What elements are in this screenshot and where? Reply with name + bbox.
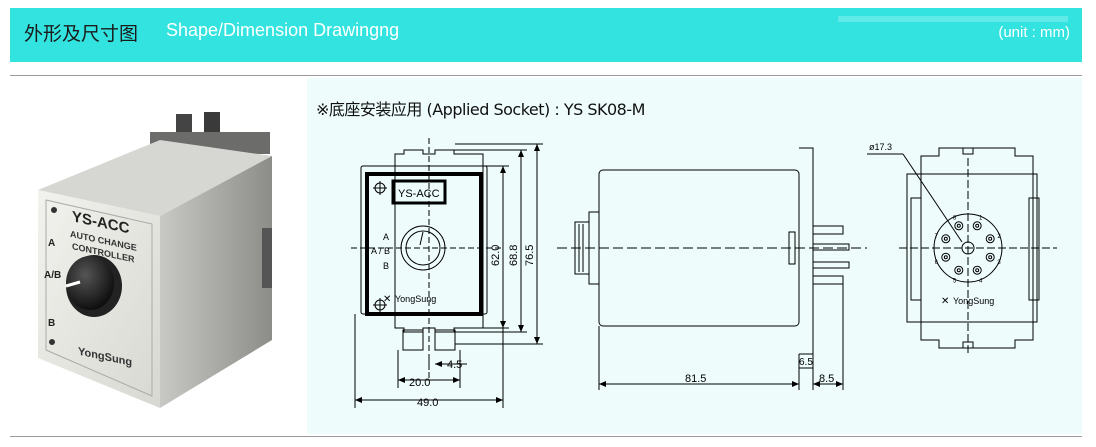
socket-pin-core — [943, 236, 948, 241]
dim-62: 62.0 — [490, 245, 502, 266]
front-model-label: YS-ACC — [398, 188, 440, 200]
top-divider — [10, 75, 1082, 76]
drawing-panel — [307, 78, 1082, 434]
front-brand: YongSung — [395, 294, 436, 304]
dim-49: 49.0 — [417, 397, 438, 409]
dimension-drawing: 1 2 3 4 5 6 7 8 YS-ACC A A / B B YongSung ✕ 62.… — [351, 138, 1057, 409]
photo-label-a: A — [48, 238, 55, 249]
socket-pin-core — [988, 236, 993, 241]
socket-pin — [985, 234, 995, 244]
socket-note: ※底座安装应用 (Applied Socket) : YS SK08-M — [316, 100, 645, 119]
header-bar: 外形及尺寸图 Shape/Dimension Drawingng (unit :… — [10, 8, 1082, 62]
socket-brand: YongSung — [953, 296, 994, 306]
socket-pin-label: 1 — [979, 216, 983, 222]
socket-pin — [941, 252, 951, 262]
socket-pin-core — [988, 255, 993, 260]
socket-pin — [972, 221, 982, 231]
photo-label-b: B — [48, 318, 55, 329]
dim-8-5: 8.5 — [819, 373, 834, 385]
socket-pin — [954, 221, 964, 231]
dim-68-8: 68.8 — [508, 245, 520, 266]
photo-label-ab: A/B — [44, 270, 61, 281]
front-label-ab: A / B — [371, 246, 390, 256]
socket-pin — [941, 234, 951, 244]
dim-20: 20.0 — [409, 377, 430, 389]
socket-pin-label: 4 — [979, 278, 983, 284]
socket-pin-label: 2 — [997, 234, 1001, 240]
unit-label: (unit : mm) — [998, 24, 1070, 41]
header-accent — [838, 16, 1068, 22]
socket-pin-core — [975, 268, 980, 273]
socket-pin-label: 6 — [935, 260, 939, 266]
bottom-divider — [10, 436, 1082, 437]
front-label-b: B — [383, 261, 389, 271]
socket-pin-label: 7 — [935, 234, 939, 240]
socket-pin — [972, 265, 982, 275]
socket-pin-label: 5 — [953, 278, 957, 284]
front-brand-mark: ✕ — [383, 294, 391, 305]
title-chinese: 外形及尺寸图 — [24, 23, 139, 45]
dim-diameter: ø17.3 — [869, 142, 892, 152]
dim-81-5: 81.5 — [685, 373, 706, 385]
socket-pin-label: 3 — [997, 260, 1001, 266]
socket-pin-core — [956, 268, 961, 273]
front-label-a: A — [383, 232, 389, 242]
dim-76-5: 76.5 — [524, 245, 536, 266]
socket-pin-core — [943, 255, 948, 260]
socket-pin-core — [975, 223, 980, 228]
dim-4-5: 4.5 — [447, 359, 462, 371]
socket-pin-label: 8 — [953, 216, 957, 222]
socket-pin-core — [956, 223, 961, 228]
socket-brand-mark: ✕ — [941, 296, 949, 307]
dim-6-5: 6.5 — [799, 357, 813, 368]
product-photo: YS-ACC AUTO CHANGE CONTROLLER A A/B B Yo… — [38, 112, 272, 408]
socket-pins: 1 2 3 4 5 6 7 8 — [935, 216, 1002, 285]
socket-pin — [954, 265, 964, 275]
socket-pin — [985, 252, 995, 262]
title-english: Shape/Dimension Drawingng — [166, 20, 400, 40]
